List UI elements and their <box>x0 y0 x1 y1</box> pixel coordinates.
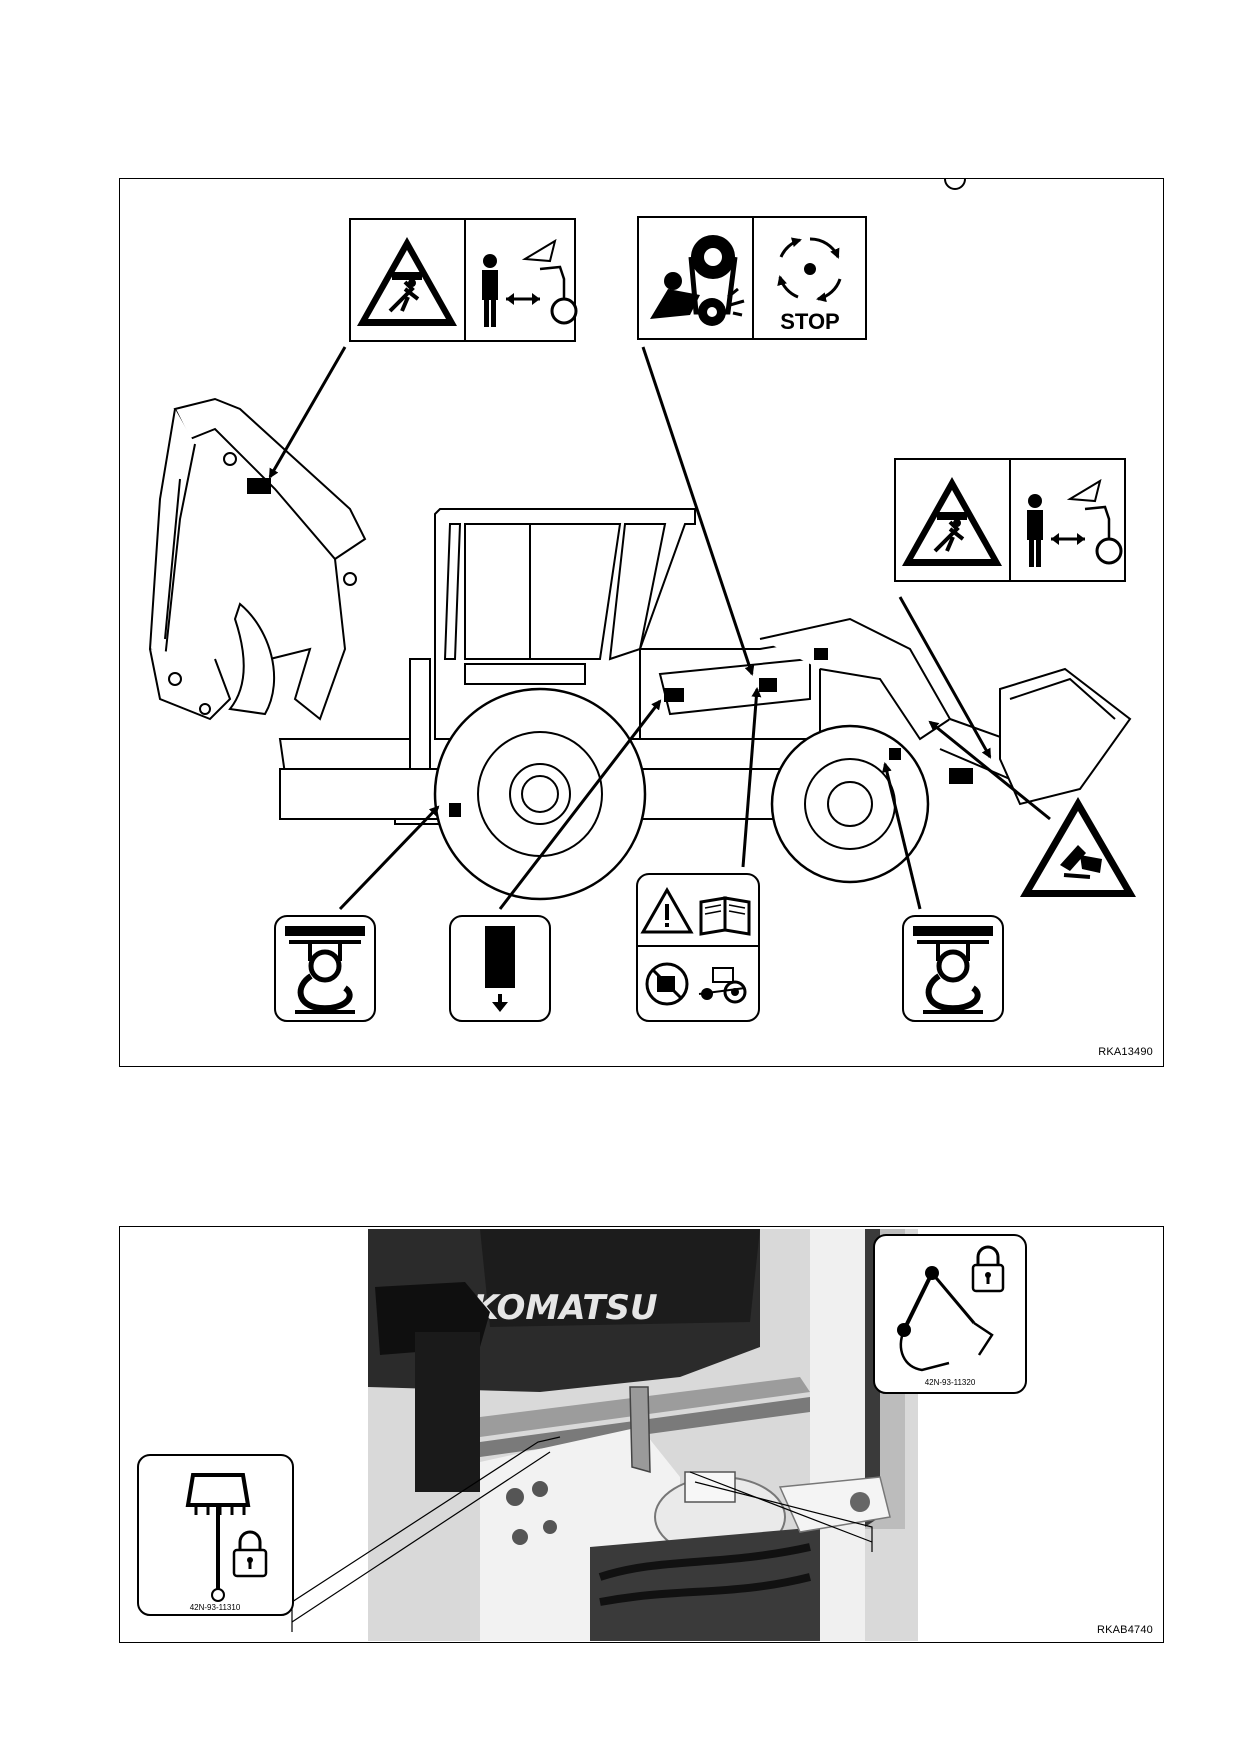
pointer-arrows <box>268 346 1051 911</box>
lock-photo-illustration: KOMATSU <box>137 1229 1027 1641</box>
backhoe-illustration: STOP <box>148 179 1136 1022</box>
backhoe-boom-icon <box>897 1266 994 1372</box>
figure-code: RKAB4740 <box>1096 1624 1153 1636</box>
keep-distance-icon <box>1027 478 1123 567</box>
loader-lock-decal: 42N-93-11310 <box>137 1454 294 1616</box>
decal-leader-lines <box>291 1436 873 1632</box>
padlock-icon <box>971 1245 1005 1293</box>
loader-bucket-icon <box>185 1473 251 1602</box>
figure-code: RKA13490 <box>1098 1046 1153 1058</box>
keep-distance-icon <box>482 238 578 327</box>
warning-icon <box>640 886 694 934</box>
crush-warning-icon <box>902 477 1002 566</box>
no-jump-start-icon <box>645 962 689 1006</box>
fan-stop-icon: STOP <box>777 237 842 334</box>
komatsu-brand: KOMATSU <box>472 1288 657 1328</box>
front-crush-decal <box>894 458 1126 582</box>
rear-crush-decal <box>349 218 578 342</box>
padlock-icon <box>232 1530 268 1578</box>
stop-label: STOP <box>780 309 840 334</box>
lift-point-left-decal <box>274 915 376 1022</box>
lower-arrow-decal <box>449 915 551 1022</box>
manual-battery-decal <box>636 873 760 1022</box>
belt-fan-decal: STOP <box>637 216 867 340</box>
boom-lock-code: 42N-93-11320 <box>925 1378 976 1387</box>
tractor-icon <box>698 967 747 1004</box>
lowering-arrow-icon <box>485 926 515 1012</box>
read-manual-icon <box>699 896 751 936</box>
belt-entanglement-icon <box>650 235 745 326</box>
backhoe-decal-figure: STOP <box>119 178 1164 1067</box>
crush-warning-icon <box>357 237 457 326</box>
boom-lock-decal: 42N-93-11320 <box>873 1234 1027 1394</box>
lift-point-right-decal <box>902 915 1004 1022</box>
machine-photo: KOMATSU <box>368 1229 918 1641</box>
lock-decal-figure: KOMATSU <box>119 1226 1164 1643</box>
backhoe-loader-drawing <box>148 179 1132 901</box>
lifting-hook-icon <box>913 926 993 1014</box>
loader-lock-code: 42N-93-11310 <box>190 1603 241 1612</box>
lifting-hook-icon <box>285 926 365 1014</box>
hand-crush-decal <box>1020 797 1136 897</box>
